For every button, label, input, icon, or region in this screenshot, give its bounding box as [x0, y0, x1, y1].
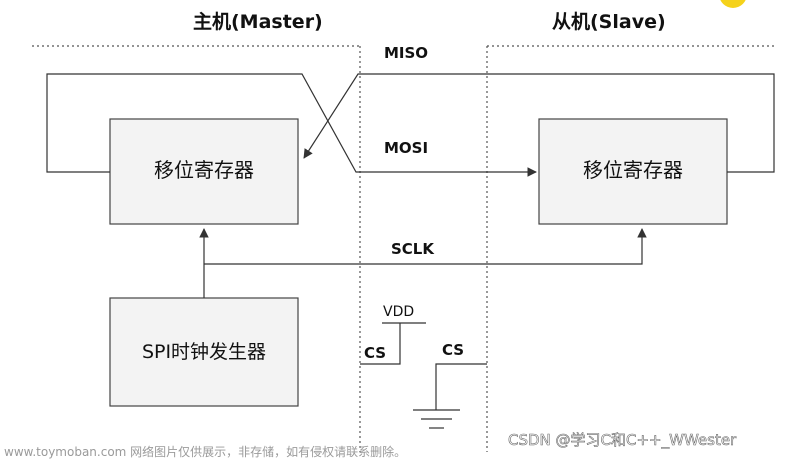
vdd-label: VDD	[383, 304, 414, 320]
accent-circle-decoration	[720, 0, 746, 8]
spi-clock-generator-box	[109, 297, 299, 407]
mosi-line	[46, 73, 537, 177]
master-title: 主机(Master)	[193, 11, 323, 33]
slave-title: 从机(Slave)	[552, 11, 666, 33]
master-shift-register-label: 移位寄存器	[154, 158, 254, 182]
master-cs-line	[360, 323, 401, 365]
watermark-left: www.toymoban.com 网络图片仅供展示，非存储，如有侵权请联系删除。	[4, 444, 406, 459]
spi-clock-generator-label: SPI时钟发生器	[142, 341, 266, 363]
watermark-right: CSDN @学习C和C++_WWester	[508, 431, 737, 450]
ground-icon	[413, 409, 460, 429]
mosi-label: MOSI	[384, 139, 428, 157]
slave-cs-line	[435, 363, 487, 410]
slave-boundary	[486, 45, 776, 452]
sclk-label: SCLK	[391, 240, 435, 258]
master-cs-label: CS	[364, 344, 386, 362]
slave-shift-register-box	[538, 118, 728, 225]
slave-cs-label: CS	[442, 341, 464, 359]
miso-line	[303, 73, 775, 173]
slave-shift-register-label: 移位寄存器	[583, 158, 683, 182]
master-shift-register-box	[109, 118, 299, 225]
sclk-line	[204, 228, 647, 265]
miso-label: MISO	[384, 44, 428, 62]
